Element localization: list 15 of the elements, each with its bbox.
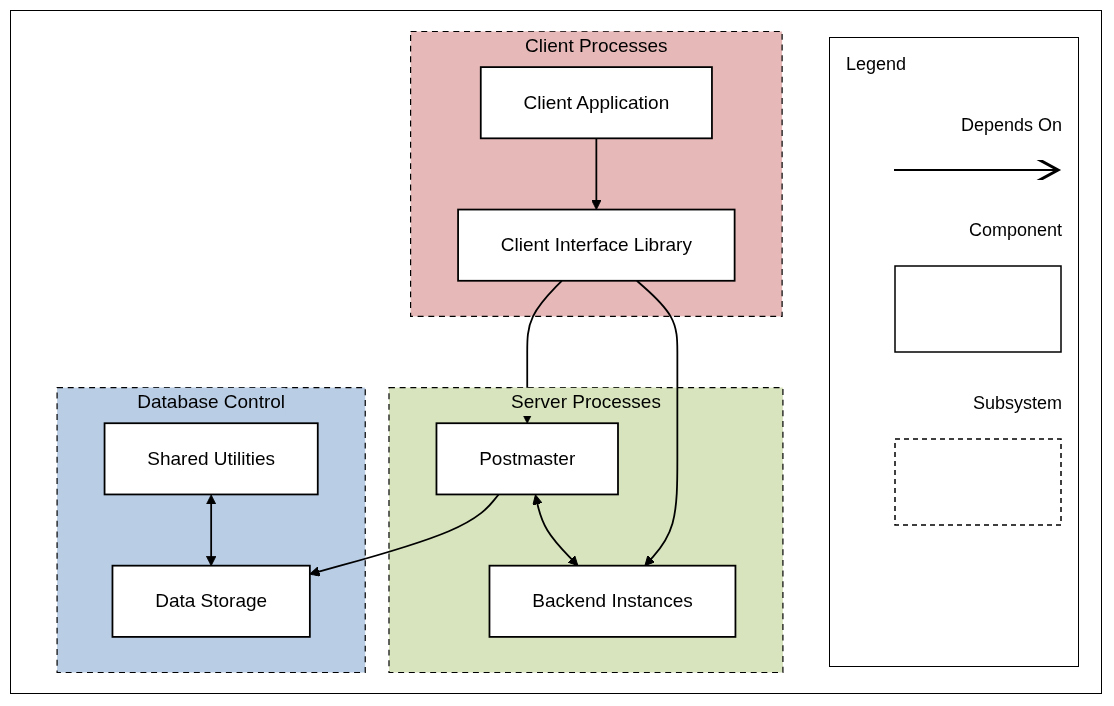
node-box: Shared Utilities xyxy=(103,422,319,496)
node-box: Postmaster xyxy=(435,422,619,496)
legend-label: Component xyxy=(968,220,1062,241)
arrow xyxy=(532,494,579,567)
legend-label: Depends On xyxy=(960,115,1062,136)
node-box: Client Application xyxy=(479,66,713,140)
arrow xyxy=(205,494,217,567)
node-box: Backend Instances xyxy=(488,564,737,638)
arrow xyxy=(635,279,679,567)
arrow xyxy=(591,137,602,211)
node-box: Client Interface Library xyxy=(457,208,736,282)
node-box: Data Storage xyxy=(111,564,311,638)
legend-title: Legend xyxy=(846,54,907,75)
legend-label: Subsystem xyxy=(972,393,1062,414)
arrow xyxy=(309,493,500,577)
